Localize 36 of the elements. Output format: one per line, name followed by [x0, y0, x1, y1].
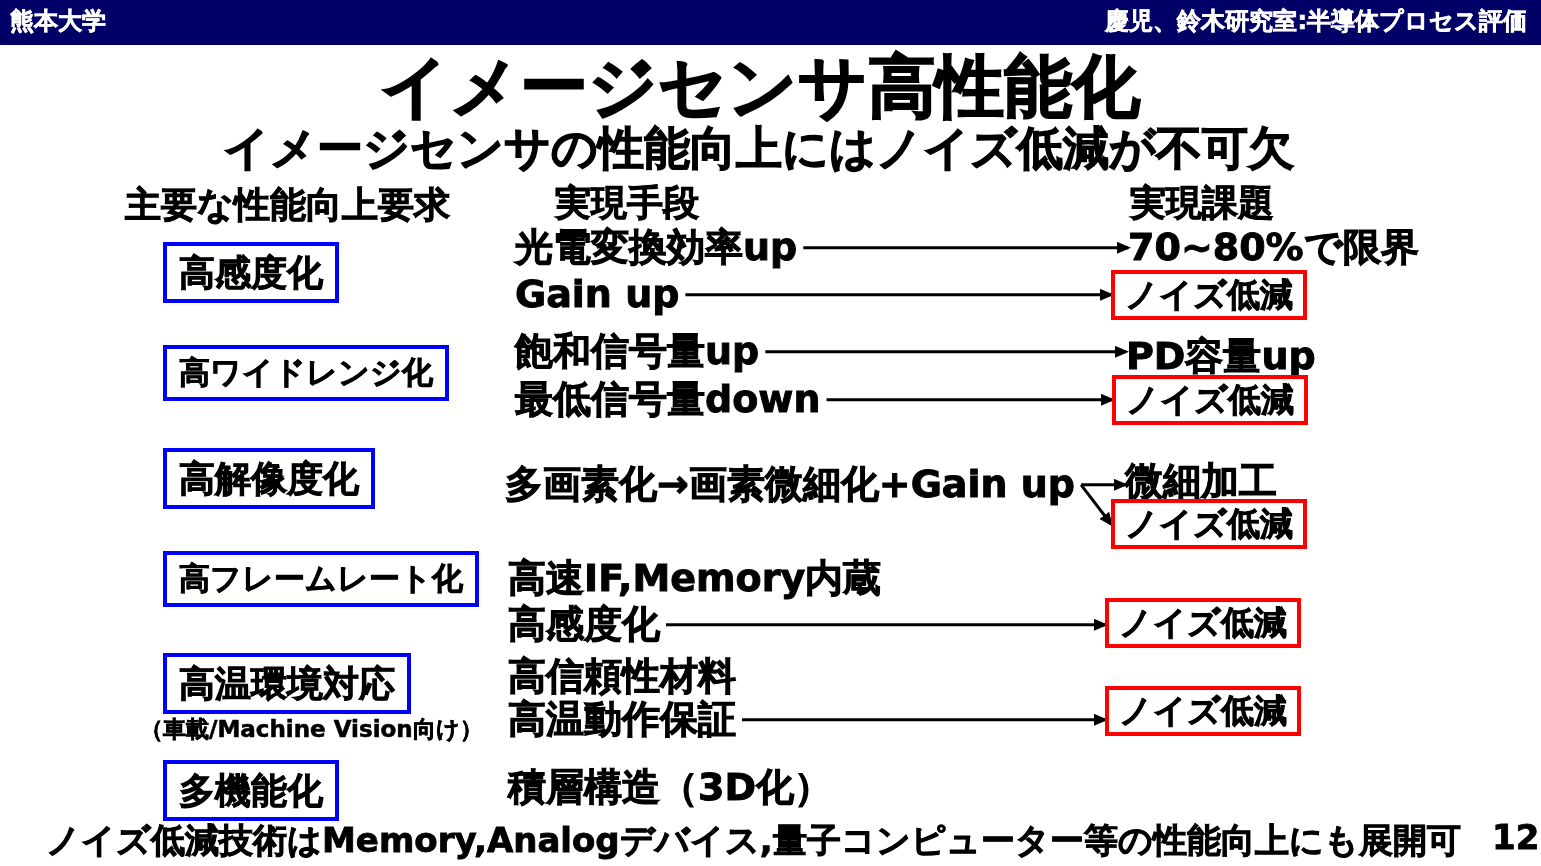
- column-heading: 実現課題: [1130, 182, 1274, 224]
- arrow: [685, 288, 1114, 301]
- arrow: [1079, 483, 1113, 527]
- requirement-box: 高フレームレート化: [163, 551, 479, 607]
- method-text: 光電変換効率up: [515, 226, 798, 270]
- requirement-box: 高ワイドレンジ化: [163, 345, 449, 401]
- lab-name: 慶児、鈴木研究室:半導体プロセス評価: [1105, 8, 1527, 36]
- arrow: [765, 345, 1129, 358]
- requirement-box: 高温環境対応: [163, 653, 411, 715]
- issue-box: ノイズ低減: [1111, 499, 1307, 549]
- method-text: 高温動作保証: [508, 698, 736, 742]
- footer-note: ノイズ低減技術はMemory,Analogデバイス,量子コンピューター等の性能向上にも展開可: [46, 821, 1461, 861]
- result-text: 70~80%で限界: [1128, 226, 1419, 270]
- column-heading: 実現手段: [555, 182, 699, 224]
- issue-box: ノイズ低減: [1111, 270, 1307, 320]
- page-number: 12: [1492, 818, 1540, 858]
- method-text: 高信頼性材料: [508, 655, 736, 699]
- issue-box: ノイズ低減: [1105, 598, 1301, 648]
- requirement-box: 多機能化: [163, 760, 339, 822]
- arrow: [666, 618, 1108, 631]
- issue-box: ノイズ低減: [1105, 686, 1301, 736]
- method-text: 高感度化: [508, 603, 660, 647]
- method-text: 最低信号量down: [515, 378, 821, 422]
- issue-box: ノイズ低減: [1112, 375, 1308, 425]
- arrow: [742, 713, 1108, 726]
- arrow: [803, 241, 1131, 254]
- arrow: [826, 393, 1115, 406]
- method-text: Gain up: [515, 273, 680, 317]
- requirement-box: 高感度化: [163, 242, 339, 304]
- requirement-box: 高解像度化: [163, 448, 375, 510]
- method-text: 高速IF,Memory内蔵: [508, 557, 882, 601]
- method-text: 多画素化→画素微細化+Gain up: [505, 463, 1076, 507]
- method-text: 飽和信号量up: [515, 330, 760, 374]
- method-text: 積層構造（3D化）: [508, 766, 832, 810]
- university-name: 熊本大学: [10, 8, 106, 36]
- note-text: （車載/Machine Vision向け）: [140, 716, 483, 743]
